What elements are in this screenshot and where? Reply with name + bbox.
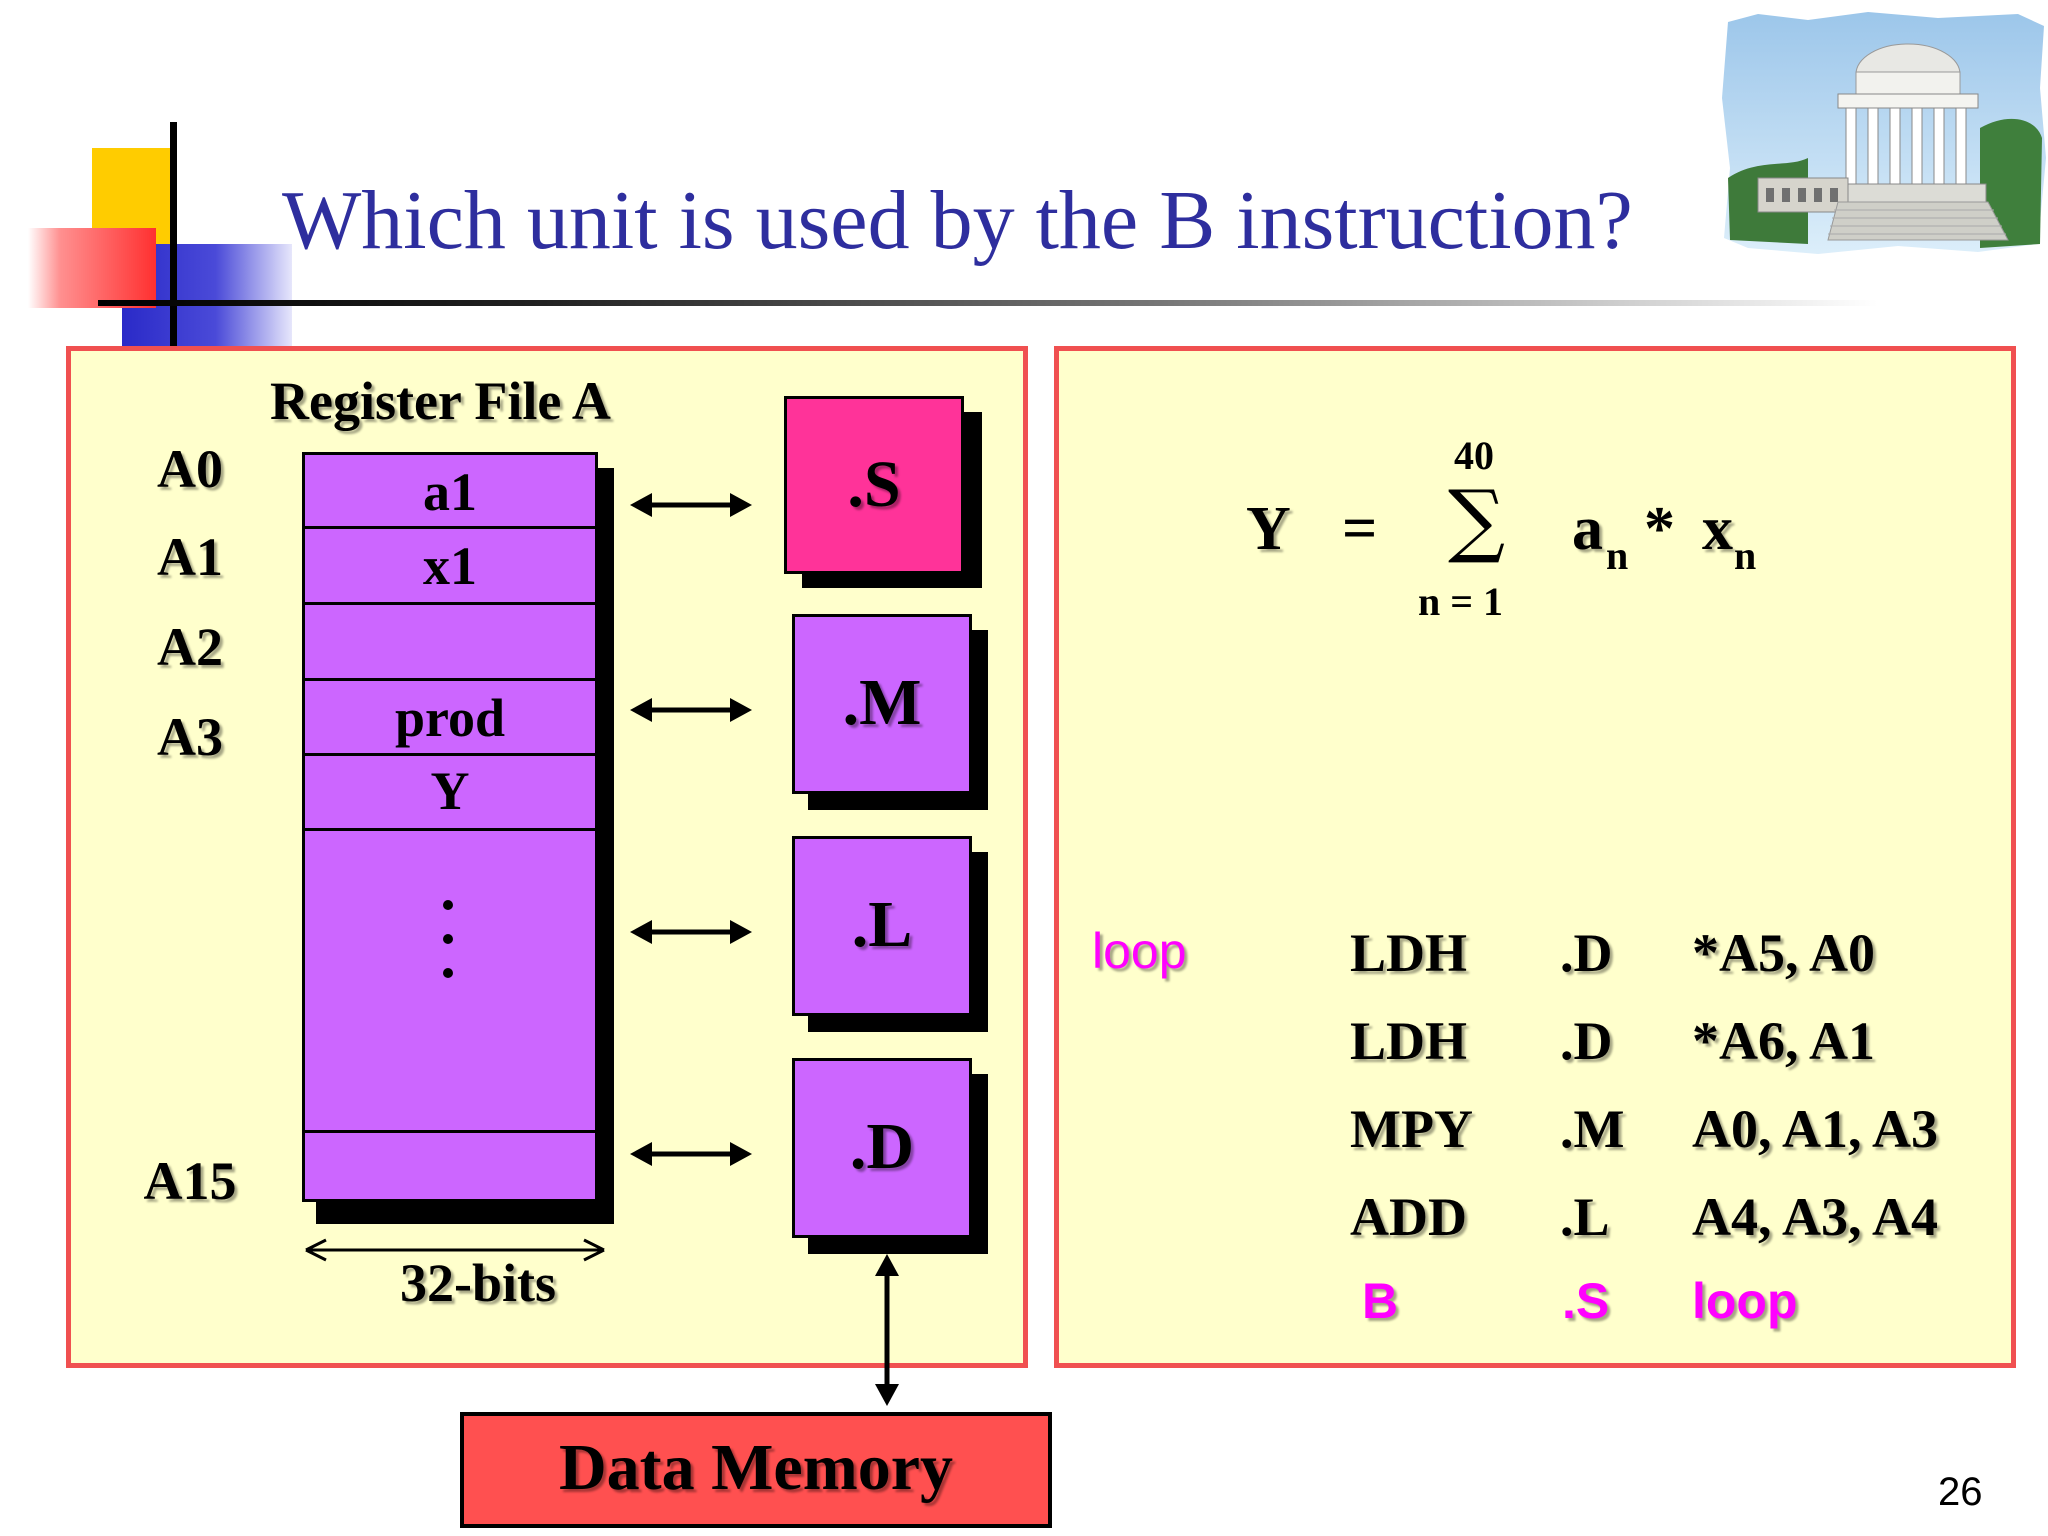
data-memory-box: Data Memory: [460, 1412, 1052, 1528]
register-to-l-arrow: [630, 920, 752, 944]
code-line-5-args: loop: [1692, 1273, 1798, 1329]
register-cell-a2: [305, 605, 595, 681]
register-label-a0: A0: [157, 439, 223, 499]
code-line-1-unit: .D: [1560, 923, 1613, 983]
equation-term-a: a: [1572, 495, 1603, 563]
code-line-2-op: LDH: [1350, 1011, 1468, 1071]
title-decoration-red-bar: [28, 228, 156, 308]
register-cell-a0: a1: [305, 455, 595, 529]
code-line-5-op: B: [1362, 1273, 1399, 1329]
code-line-3-args: A0, A1, A3: [1692, 1099, 1939, 1159]
code-line-4-op: ADD: [1350, 1187, 1467, 1247]
page-number: 26: [1938, 1470, 1983, 1514]
register-stack: a1 x1 prod Y: [302, 452, 598, 1202]
register-cell-a15: [305, 1133, 595, 1199]
code-line-2-unit: .D: [1560, 1011, 1613, 1071]
code-line-4-args: A4, A3, A4: [1692, 1187, 1939, 1247]
register-label-a1: A1: [157, 527, 223, 587]
register-to-s-arrow: [630, 493, 752, 517]
register-file-title: Register File A: [270, 371, 611, 431]
code-panel: [1054, 346, 2016, 1368]
equation-lower-limit: n = 1: [1418, 579, 1504, 624]
register-label-a2: A2: [157, 617, 223, 677]
code-line-5-unit: .S: [1562, 1273, 1610, 1329]
register-to-m-arrow: [630, 698, 752, 722]
register-ellipsis-dots: [438, 900, 458, 1002]
code-line-1-args: *A5, A0: [1692, 923, 1876, 983]
equation-subscript-x: n: [1734, 533, 1757, 578]
building-picture: [1722, 12, 2046, 254]
register-cell-a1: x1: [305, 529, 595, 605]
bit-width-arrow: [305, 1238, 605, 1262]
unit-l-box: .L: [792, 836, 972, 1016]
code-line-2-args: *A6, A1: [1692, 1011, 1876, 1071]
register-to-d-arrow: [630, 1142, 752, 1166]
code-label-loop: loop: [1092, 923, 1187, 979]
title-underline: [98, 300, 1878, 306]
register-label-a3: A3: [157, 707, 223, 767]
equation-subscript-a: n: [1606, 533, 1629, 578]
bit-width-label: 32-bits: [400, 1253, 557, 1313]
equation-equals: =: [1342, 495, 1378, 563]
equation-upper-limit: 40: [1454, 433, 1494, 478]
unit-m-box: .M: [792, 614, 972, 794]
equation-term-x: x: [1702, 495, 1733, 563]
unit-d-to-memory-arrow: [875, 1254, 899, 1406]
code-line-4-unit: .L: [1560, 1187, 1610, 1247]
title-decoration-vertical-line: [170, 122, 177, 348]
register-label-a15: A15: [143, 1151, 237, 1211]
code-line-3-op: MPY: [1350, 1099, 1473, 1159]
unit-d-box: .D: [792, 1058, 972, 1238]
unit-s-box: .S: [784, 396, 964, 574]
code-line-3-unit: .M: [1560, 1099, 1625, 1159]
register-cell-ellipsis: [305, 831, 595, 1133]
register-cell-a3: prod: [305, 681, 595, 756]
code-line-1-op: LDH: [1350, 923, 1468, 983]
equation-sigma: ∑: [1448, 473, 1506, 566]
slide-title: Which unit is used by the B instruction?: [282, 174, 1633, 267]
equation-times: *: [1644, 495, 1675, 563]
equation-lhs: Y: [1246, 495, 1291, 563]
register-cell-a4: Y: [305, 756, 595, 831]
